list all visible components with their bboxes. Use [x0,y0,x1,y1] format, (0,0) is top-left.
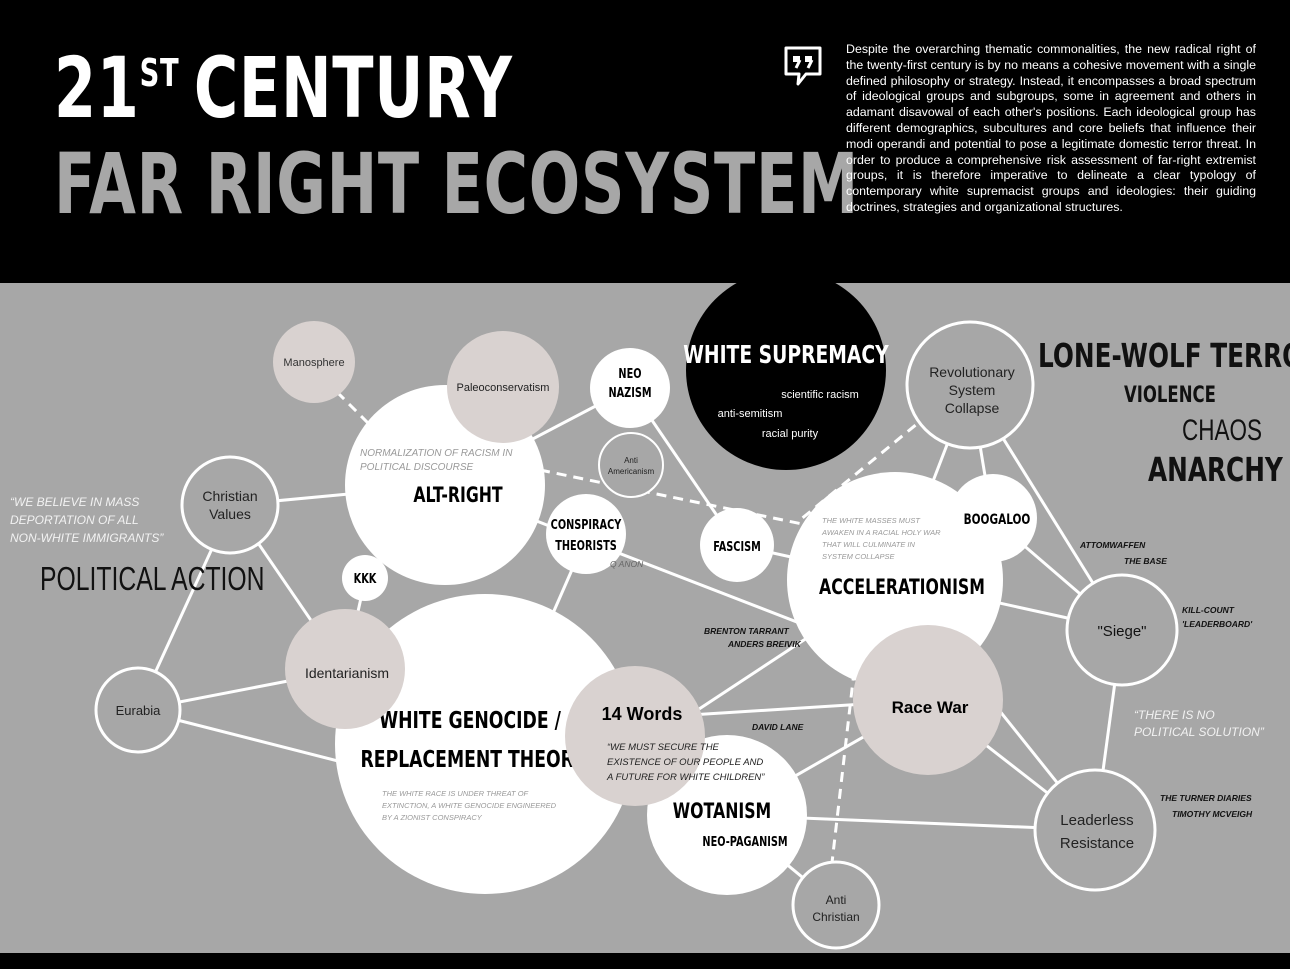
alt-right-note-2: POLITICAL DISCOURSE [360,462,474,473]
breivik-text: ANDERS BREIVIK [727,639,802,649]
manosphere-label: Manosphere [283,357,344,369]
mass-deport-line-2: DEPORTATION OF ALL [10,513,139,527]
node-kkk[interactable]: KKK [342,555,388,601]
intro-paragraph: Despite the overarching thematic commona… [846,42,1256,214]
paleoconservatism-label: Paleoconservatism [457,382,550,394]
chaos-text: CHAOS [1182,413,1262,447]
wotanism-sub: NEO-PAGANISM [702,834,787,850]
node-manosphere[interactable]: Manosphere [273,321,355,403]
quote-bubble-icon [784,46,822,86]
alt-right-title: ALT-RIGHT [413,484,503,508]
accel-note-1: THE WHITE MASSES MUST [822,516,921,525]
siege-label: "Siege" [1097,623,1146,640]
node-race-war[interactable]: Race War [853,625,1003,775]
christian-values-line-1: Christian [202,488,257,504]
kill-count-line-1: KILL-COUNT [1182,605,1235,615]
node-eurabia[interactable]: Eurabia [94,666,182,754]
accel-note-3: THAT WILL CULMINATE IN [822,540,916,549]
node-leaderless-resistance[interactable]: Leaderless Resistance [1033,768,1157,892]
violence-text: VIOLENCE [1124,382,1216,408]
annotations: LONE-WOLF TERROR VIOLENCE CHAOS ANARCHY … [10,336,1290,819]
title-number: 21 [54,39,140,137]
leaderless-line-2: Resistance [1060,835,1134,852]
title-superscript: ST [139,51,180,95]
revolutionary-line-1: Revolutionary [929,364,1015,380]
david-lane-text: DAVID LANE [752,722,804,732]
accel-note-4: SYSTEM COLLAPSE [822,552,896,561]
anti-americanism-line-2: Americanism [608,467,655,476]
no-solution-line-1: “THERE IS NO [1134,708,1215,722]
lone-wolf-terror-text: LONE-WOLF TERROR [1038,336,1290,374]
node-conspiracy-theorists[interactable]: CONSPIRACY THEORISTS [546,494,626,574]
white-supremacy-sub-2: anti-semitism [718,408,783,420]
the-base-text: THE BASE [1124,556,1167,566]
node-white-supremacy[interactable]: WHITE SUPREMACY scientific racism anti-s… [683,270,890,470]
accelerationism-title: ACCELERATIONISM [819,576,985,600]
node-siege[interactable]: "Siege" [1065,573,1179,687]
q-anon-text: Q ANON [610,559,644,569]
atomwaffen-text: ATTOMWAFFEN [1079,540,1146,550]
14-words-title: 14 Words [602,704,683,724]
anti-christian-line-1: Anti [826,893,847,907]
node-14-words[interactable]: 14 Words “WE MUST SECURE THE EXISTENCE O… [565,666,765,806]
mcveigh-text: TIMOTHY MCVEIGH [1172,809,1253,819]
white-supremacy-title: WHITE SUPREMACY [683,340,889,369]
wotanism-title: WOTANISM [673,800,771,824]
anti-christian-line-2: Christian [812,910,859,924]
race-war-label: Race War [892,698,969,717]
14-words-quote-1: “WE MUST SECURE THE [607,742,720,753]
14-words-quote-2: EXISTENCE OF OUR PEOPLE AND [607,757,763,768]
conspiracy-line-1: CONSPIRACY [551,517,622,533]
political-action-text: POLITICAL ACTION [40,562,265,598]
node-neo-nazism[interactable]: NEO NAZISM [590,348,670,428]
node-boogaloo[interactable]: BOOGALOO [949,474,1037,562]
eurabia-label: Eurabia [116,703,162,718]
white-supremacy-sub-1: scientific racism [781,389,859,401]
tarrant-text: BRENTON TARRANT [704,626,789,636]
14-words-quote-3: A FUTURE FOR WHITE CHILDREN” [606,772,765,783]
neo-nazism-line-1: NEO [618,366,641,382]
node-revolutionary-system-collapse[interactable]: Revolutionary System Collapse [905,320,1035,450]
diagram-area: WHITE SUPREMACY scientific racism anti-s… [0,270,1290,953]
mass-deport-line-3: NON-WHITE IMMIGRANTS” [10,531,164,545]
neo-nazism-line-2: NAZISM [608,385,651,401]
anti-americanism-line-1: Anti [624,456,638,465]
boogaloo-label: BOOGALOO [964,512,1031,528]
accel-note-2: AWAKEN IN A RACIAL HOLY WAR [821,528,941,537]
leaderless-line-1: Leaderless [1060,812,1133,829]
title-line-2: FAR RIGHT ECOSYSTEM [54,135,859,233]
node-fascism[interactable]: FASCISM [700,508,774,582]
white-genocide-line-1: WHITE GENOCIDE / [379,707,561,734]
title-word: CENTURY [193,39,513,137]
white-genocide-note-3: BY A ZIONIST CONSPIRACY [382,813,483,822]
no-solution-line-2: POLITICAL SOLUTION” [1134,725,1265,739]
node-anti-americanism[interactable]: Anti Americanism [598,432,664,498]
fascism-label: FASCISM [713,539,761,555]
alt-right-note-1: NORMALIZATION OF RACISM IN [360,448,513,459]
node-identarianism[interactable]: Identarianism [285,609,405,729]
white-genocide-note-1: THE WHITE RACE IS UNDER THREAT OF [382,789,529,798]
revolutionary-line-3: Collapse [945,400,1000,416]
kill-count-line-2: 'LEADERBOARD' [1182,619,1253,629]
conspiracy-line-2: THEORISTS [555,538,617,554]
ecosystem-diagram: WHITE SUPREMACY scientific racism anti-s… [10,270,1290,950]
turner-diaries-text: THE TURNER DIARIES [1160,793,1252,803]
revolutionary-line-2: System [949,382,996,398]
node-anti-christian[interactable]: Anti Christian [791,860,881,950]
white-genocide-line-2: REPLACEMENT THEORY [361,746,586,773]
mass-deport-line-1: “WE BELIEVE IN MASS [10,495,139,509]
footer-bar [0,953,1290,969]
christian-values-line-2: Values [209,506,251,522]
white-supremacy-sub-3: racial purity [762,428,819,440]
white-genocide-note-2: EXTINCTION, A WHITE GENOCIDE ENGINEERED [382,801,557,810]
anarchy-text: ANARCHY [1148,450,1284,488]
node-christian-values[interactable]: Christian Values [180,455,280,555]
node-white-genocide[interactable]: WHITE GENOCIDE / REPLACEMENT THEORY THE … [335,594,635,894]
node-paleoconservatism[interactable]: Paleoconservatism [447,331,559,443]
kkk-label: KKK [354,571,378,587]
identarianism-label: Identarianism [305,665,389,681]
